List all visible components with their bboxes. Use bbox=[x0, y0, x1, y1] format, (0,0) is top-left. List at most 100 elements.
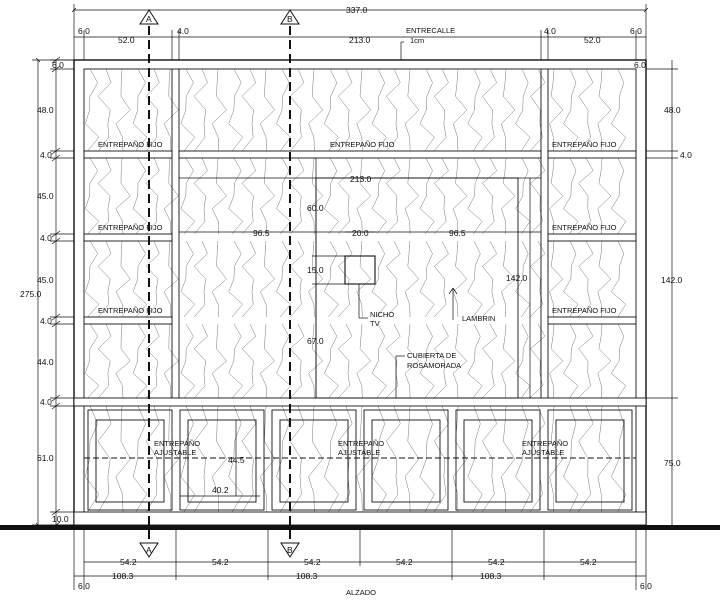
dim-inner-142: 142.0 bbox=[506, 273, 528, 283]
grain-stroke bbox=[356, 405, 372, 513]
grain-stroke bbox=[371, 157, 387, 235]
grain-stroke bbox=[228, 68, 244, 152]
dim-inner-67: 67.0 bbox=[307, 336, 324, 346]
dim-top-right-edge: 6.0 bbox=[630, 26, 642, 36]
grain-stroke bbox=[529, 240, 546, 318]
label-entrecalle-sub: 1cm bbox=[410, 36, 424, 45]
dim-left-9: 4.0 bbox=[40, 397, 52, 407]
grain-stroke bbox=[577, 323, 594, 399]
grain-stroke bbox=[356, 157, 372, 235]
label-shelf-right-1: ENTREPAÑO FIJO bbox=[552, 140, 617, 149]
grain-stroke bbox=[260, 157, 275, 235]
cabinet-door bbox=[271, 409, 357, 511]
grain-stroke bbox=[323, 157, 339, 235]
grain-stroke bbox=[404, 68, 420, 152]
cabinet-door bbox=[87, 409, 173, 511]
label-adj-center-1: ENTREPAÑO bbox=[338, 439, 384, 448]
dim-bottom-left-edge: 6.0 bbox=[78, 581, 90, 591]
dim-left-1: 6.0 bbox=[52, 60, 64, 70]
grain-stroke bbox=[385, 68, 401, 152]
grain-stroke bbox=[419, 323, 435, 399]
grain-stroke bbox=[228, 323, 244, 399]
grain-stroke bbox=[132, 157, 148, 235]
grain-stroke bbox=[501, 157, 516, 235]
grain-stroke bbox=[385, 405, 401, 513]
grain-stroke bbox=[145, 157, 160, 235]
section-b-top: B bbox=[287, 14, 293, 24]
grain-stroke bbox=[501, 240, 516, 318]
label-entrecalle: ENTRECALLE bbox=[406, 26, 455, 35]
dim-right-5: 75.0 bbox=[664, 458, 681, 468]
grain-stroke bbox=[324, 68, 339, 152]
grain-stroke bbox=[404, 157, 420, 235]
grain-stroke bbox=[563, 323, 579, 399]
grain-stroke bbox=[115, 68, 131, 152]
grain-stroke bbox=[97, 405, 112, 513]
grain-stroke bbox=[211, 405, 227, 513]
grain-stroke bbox=[419, 157, 435, 235]
fixed-shelves bbox=[73, 150, 647, 526]
grain-stroke bbox=[371, 68, 387, 152]
dim-drawer-height: 44.5 bbox=[228, 455, 245, 465]
grain-stroke bbox=[97, 68, 112, 152]
label-shelf-left-2: ENTREPAÑO FIJO bbox=[98, 223, 163, 232]
grain-stroke bbox=[115, 157, 131, 235]
grain-stroke bbox=[419, 68, 435, 152]
grain-stroke bbox=[356, 68, 372, 152]
label-adj-center-2: AJUSTABLE bbox=[338, 448, 380, 457]
grain-stroke bbox=[163, 68, 179, 152]
grain-stroke bbox=[193, 68, 208, 152]
label-cubierta-2: ROSAMORADA bbox=[407, 361, 461, 370]
grain-stroke bbox=[211, 240, 227, 318]
grain-stroke bbox=[211, 323, 227, 399]
grain-stroke bbox=[577, 68, 594, 152]
grain-stroke bbox=[180, 157, 196, 235]
grain-stroke bbox=[356, 240, 372, 318]
dim-overall-width: 337.0 bbox=[346, 5, 368, 15]
grain-stroke bbox=[228, 240, 244, 318]
grain-stroke bbox=[501, 68, 516, 152]
drawing-title: ALZADO bbox=[346, 588, 376, 597]
grain-stroke bbox=[452, 323, 468, 399]
grain-stroke bbox=[481, 405, 497, 513]
grain-stroke bbox=[433, 405, 449, 513]
label-shelf-left-1: ENTREPAÑO FIJO bbox=[98, 140, 163, 149]
grain-stroke bbox=[276, 323, 291, 399]
dim-inner-60: 60.0 bbox=[307, 203, 324, 213]
grain-stroke bbox=[577, 240, 594, 318]
grain-stroke bbox=[289, 68, 305, 152]
grain-stroke bbox=[610, 323, 627, 399]
floor-line bbox=[0, 525, 720, 530]
grain-stroke bbox=[193, 323, 208, 399]
grain-stroke bbox=[132, 323, 148, 399]
grain-stroke bbox=[132, 405, 148, 513]
grain-stroke bbox=[289, 157, 305, 235]
grain-stroke bbox=[260, 323, 275, 399]
grain-stroke bbox=[433, 323, 449, 399]
cabinet-door bbox=[179, 409, 265, 511]
right-dimensions: 6.0 48.0 4.0 142.0 75.0 bbox=[634, 60, 692, 468]
dim-bottom-pair-2: 108.3 bbox=[296, 571, 318, 581]
grain-stroke bbox=[467, 68, 483, 152]
grain-stroke bbox=[241, 68, 256, 152]
grain-stroke bbox=[337, 68, 353, 152]
grain-stroke bbox=[563, 240, 579, 318]
dim-bottom-6: 54.2 bbox=[580, 557, 597, 567]
dim-bottom-5: 54.2 bbox=[488, 557, 505, 567]
grain-stroke bbox=[610, 68, 627, 152]
grain-stroke bbox=[356, 323, 372, 399]
grain-stroke bbox=[260, 240, 275, 318]
grain-stroke bbox=[452, 68, 468, 152]
grain-stroke bbox=[337, 323, 353, 399]
dim-inner-right-half: 96.5 bbox=[449, 228, 466, 238]
dim-bottom-2: 54.2 bbox=[212, 557, 229, 567]
grain-stroke bbox=[163, 240, 179, 318]
grain-stroke bbox=[276, 68, 291, 152]
grain-stroke bbox=[211, 68, 227, 152]
grain-stroke bbox=[132, 68, 148, 152]
grain-stroke bbox=[515, 68, 531, 152]
grain-stroke bbox=[452, 405, 468, 513]
grain-stroke bbox=[308, 405, 324, 513]
grain-stroke bbox=[597, 323, 612, 399]
